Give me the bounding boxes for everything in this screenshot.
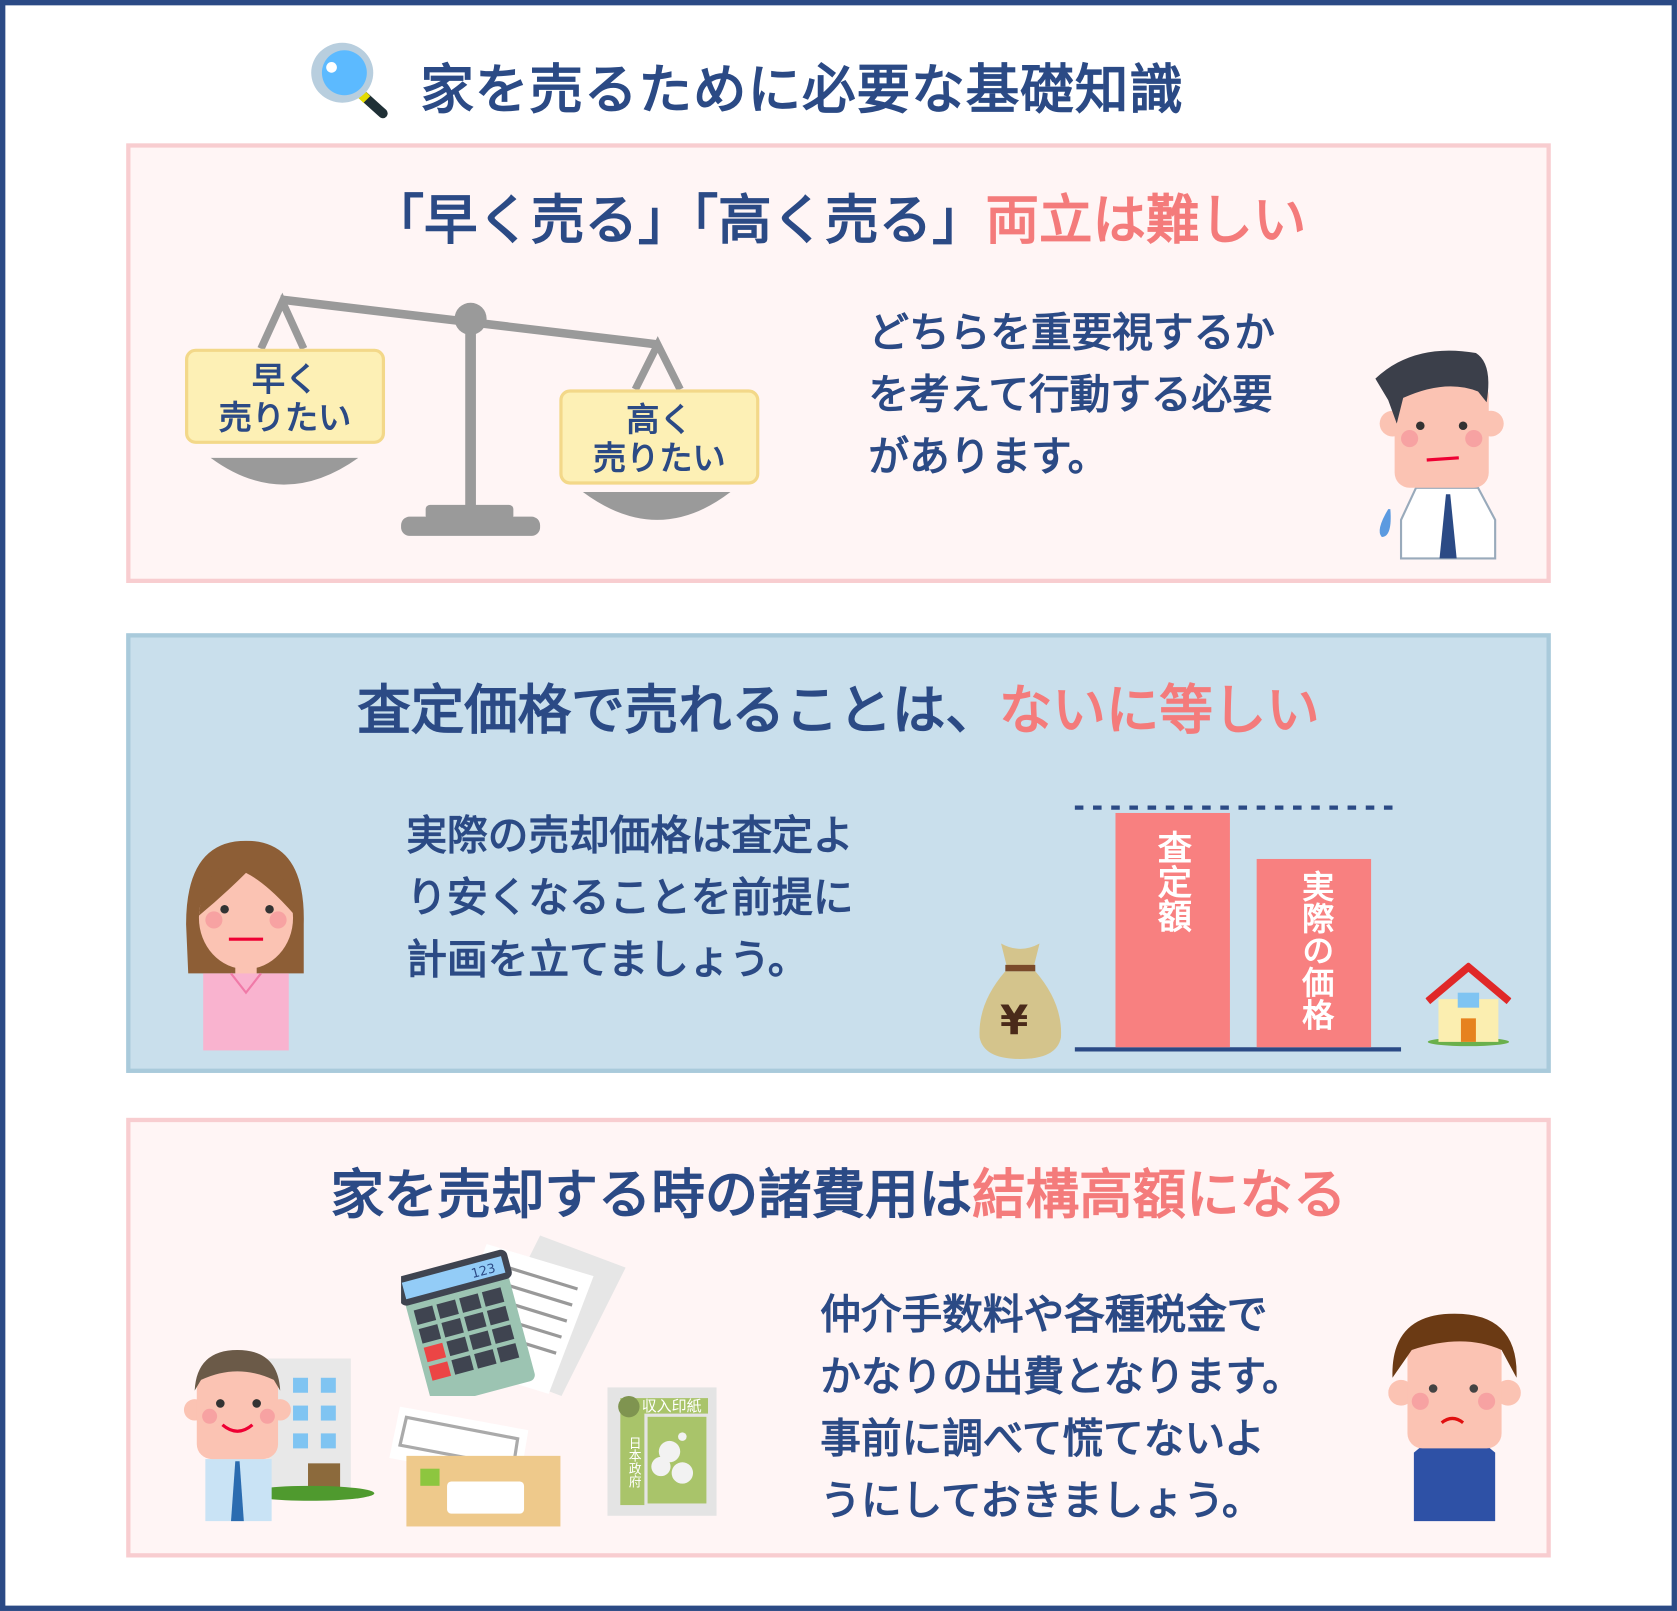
bar-actual-price: 実際の価格 — [1256, 858, 1372, 1048]
page-title: 家を売るために必要な基礎知識 — [420, 58, 1184, 121]
bar-assessed-price: 査定額 — [1115, 812, 1230, 1048]
sad-man-illustration — [1388, 1313, 1521, 1522]
magnifier-icon — [311, 42, 388, 119]
house-icon — [1425, 962, 1512, 1047]
price-comparison-chart — [1074, 805, 1402, 1052]
stamp-title: 収入印紙 — [642, 1397, 702, 1415]
worried-man-illustration — [1375, 350, 1504, 560]
section-text: 実際の売却価格は査定よ り安くなることを前提に 計画を立てましょう。 — [406, 811, 854, 984]
section-heading: 家を売却する時の諸費用は結構高額になる — [130, 1152, 1546, 1229]
section-text: どちらを重要視するか を考えて行動する必要 があります。 — [868, 309, 1275, 481]
heading-main: 査定価格で売れることは、 — [357, 679, 999, 742]
section-assessment-price: 査定価格で売れることは、ないに等しい — [126, 633, 1551, 1073]
yen-symbol: ¥ — [999, 996, 1029, 1045]
section-text: 仲介手数料や各種税金で かなりの出費となります。 事前に調べて慌てないよ うにし… — [820, 1291, 1303, 1525]
heading-accent: ないに等しい — [998, 679, 1320, 742]
woman-illustration — [186, 840, 304, 1051]
calculator-documents-illustration: 123 — [401, 1235, 626, 1396]
balance-scale-illustration — [210, 292, 731, 536]
revenue-stamp-illustration: 収入印紙 日本政府 — [607, 1387, 717, 1516]
scale-left-sign: 早く 売りたい — [185, 348, 386, 444]
stamp-issuer: 日本政府 — [626, 1437, 641, 1490]
section-selling-costs: 家を売却する時の諸費用は結構高額になる — [126, 1117, 1551, 1558]
heading-accent: 両立は難しい — [985, 189, 1307, 252]
agent-illustration — [183, 1349, 375, 1522]
money-bag-illustration — [979, 943, 1062, 1060]
envelope-illustration — [389, 1406, 561, 1527]
calculator-display: 123 — [470, 1261, 498, 1282]
section-heading: 「早く売る」「高く売る」両立は難しい — [130, 178, 1546, 255]
heading-main: 「早く売る」「高く売る」 — [370, 189, 986, 252]
heading-main: 家を売却する時の諸費用は — [330, 1163, 973, 1226]
section-heading: 査定価格で売れることは、ないに等しい — [130, 667, 1546, 744]
scale-right-sign: 高く 売りたい — [559, 389, 760, 485]
heading-accent: 結構高額になる — [972, 1163, 1347, 1226]
